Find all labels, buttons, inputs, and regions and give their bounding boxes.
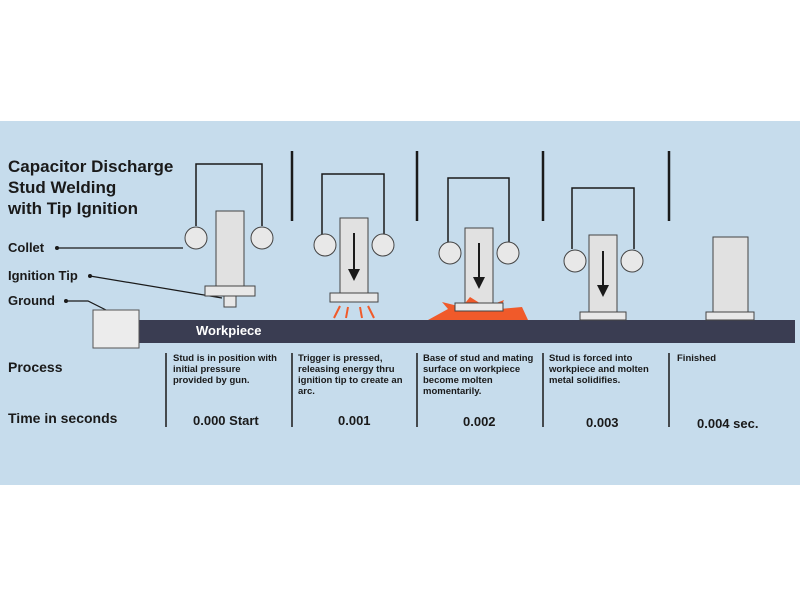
stage-1-process: Stud is in position with initial pressur…	[173, 353, 277, 386]
workpiece-bar	[134, 320, 795, 343]
stud-flange	[454, 302, 504, 312]
ignition-tip-leader	[89, 275, 223, 299]
arrow-down-icon	[597, 285, 609, 297]
stud-flange	[204, 285, 256, 297]
ignition-tip-label: Ignition Tip	[8, 268, 78, 283]
ground-leader	[66, 300, 109, 312]
arc-glow	[333, 305, 375, 319]
diagram-title-line-3: with Tip Ignition	[8, 199, 138, 218]
stage-2-time: 0.001	[338, 413, 371, 428]
stage-5-process: Finished	[677, 353, 717, 364]
ignition-tip	[223, 295, 237, 308]
stage-4-time: 0.003	[586, 415, 619, 430]
ground-clamp	[92, 309, 140, 349]
collet-jaw	[563, 249, 587, 273]
collet-jaw	[438, 241, 462, 265]
collet-jaw	[313, 233, 337, 257]
stage-3-welding-gun	[428, 177, 528, 320]
collet-jaw	[496, 241, 520, 265]
stage-1-welding-gun	[184, 163, 274, 308]
diagram-graphic	[55, 151, 795, 427]
ground-label: Ground	[8, 293, 55, 308]
arrow-down-icon	[473, 277, 485, 289]
workpiece-label: Workpiece	[196, 323, 262, 338]
arrow-down-icon	[348, 269, 360, 281]
stage-2-process: Trigger is pressed, releasing energy thr…	[298, 353, 403, 397]
stage-4-welding-gun	[563, 187, 644, 321]
stage-5-time: 0.004 sec.	[697, 416, 759, 431]
diagram-title-line-1: Capacitor Discharge	[8, 157, 174, 176]
stud-flange	[329, 292, 379, 303]
diagram-panel: Capacitor Discharge Stud Welding with Ti…	[0, 121, 800, 485]
stud-flange	[705, 311, 755, 321]
stage-3-process: Base of stud and mating surface on workp…	[423, 353, 534, 397]
stage-2-welding-gun	[313, 173, 395, 319]
process-row-label: Process	[8, 359, 63, 375]
stage-3-time: 0.002	[463, 414, 496, 429]
collet-jaw	[620, 249, 644, 273]
stud	[215, 210, 245, 287]
diagram-title-line-2: Stud Welding	[8, 178, 117, 197]
stage-4-process: Stud is forced into workpiece and molten…	[549, 353, 649, 386]
stud	[712, 236, 749, 313]
stage-1-time: 0.000 Start	[193, 413, 259, 428]
collet-jaw	[250, 226, 274, 250]
collet-label: Collet	[8, 240, 45, 255]
stage-5-finished-stud	[705, 236, 755, 321]
collet-jaw	[371, 233, 395, 257]
stud-flange	[579, 311, 627, 321]
time-row-label: Time in seconds	[8, 410, 118, 426]
collet-jaw	[184, 226, 208, 250]
